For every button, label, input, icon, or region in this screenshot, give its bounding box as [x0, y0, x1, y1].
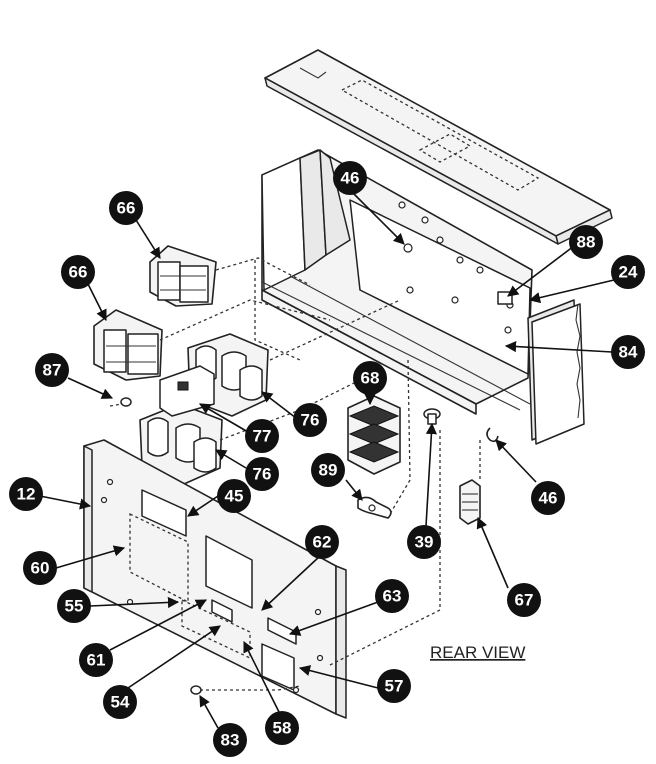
standoff-39 [423, 408, 441, 425]
svg-text:76: 76 [301, 411, 320, 430]
svg-text:88: 88 [577, 233, 596, 252]
component-67 [459, 479, 481, 525]
svg-text:66: 66 [69, 263, 88, 282]
svg-text:45: 45 [225, 487, 244, 506]
callout-58: 58 [265, 711, 299, 745]
svg-text:61: 61 [87, 651, 106, 670]
svg-text:58: 58 [273, 719, 292, 738]
callout-77: 77 [245, 419, 279, 453]
callout-57: 57 [377, 669, 411, 703]
callout-83: 83 [213, 723, 247, 757]
callout-84: 84 [611, 335, 645, 369]
rear-panel [83, 439, 347, 719]
callout-62: 62 [305, 525, 339, 559]
svg-text:83: 83 [221, 731, 240, 750]
callout-54: 54 [103, 685, 137, 719]
svg-text:63: 63 [383, 587, 402, 606]
relay-66-lower [93, 309, 163, 381]
svg-text:39: 39 [415, 533, 434, 552]
svg-text:76: 76 [253, 465, 272, 484]
svg-text:46: 46 [341, 169, 360, 188]
svg-text:68: 68 [361, 369, 380, 388]
callout-39: 39 [407, 525, 441, 559]
svg-text:66: 66 [117, 199, 136, 218]
svg-text:12: 12 [17, 485, 36, 504]
terminal-block-76-lower [139, 403, 223, 485]
callout-55: 55 [57, 589, 91, 623]
callout-45: 45 [217, 479, 251, 513]
callout-89: 89 [311, 453, 345, 487]
callout-63: 63 [375, 579, 409, 613]
svg-text:55: 55 [65, 597, 84, 616]
right-side-panel [527, 299, 585, 445]
svg-text:87: 87 [43, 361, 62, 380]
relay-66-upper [149, 245, 217, 307]
callout-46-lower: 46 [531, 481, 565, 515]
svg-text:62: 62 [313, 533, 332, 552]
callout-76-upper: 76 [293, 403, 327, 437]
callout-88: 88 [569, 225, 603, 259]
callout-66-lower: 66 [61, 255, 95, 289]
screw-83 [190, 685, 202, 695]
callout-68: 68 [353, 361, 387, 395]
callout-67: 67 [507, 583, 541, 617]
callout-12: 12 [9, 477, 43, 511]
bracket-89 [357, 496, 392, 519]
component-68 [347, 395, 401, 475]
view-caption: REAR VIEW [430, 643, 525, 662]
callout-60: 60 [23, 551, 57, 585]
svg-text:57: 57 [385, 677, 404, 696]
callout-66-upper: 66 [109, 191, 143, 225]
svg-text:24: 24 [619, 263, 638, 282]
fuse-holder-77 [159, 365, 215, 417]
screw-87 [109, 397, 132, 407]
callout-24: 24 [611, 255, 645, 289]
svg-text:77: 77 [253, 427, 272, 446]
callout-76-lower: 76 [245, 457, 279, 491]
svg-text:84: 84 [619, 343, 638, 362]
callout-61: 61 [79, 643, 113, 677]
svg-text:60: 60 [31, 559, 50, 578]
callout-46-upper: 46 [333, 161, 367, 195]
callout-87: 87 [35, 353, 69, 387]
svg-text:54: 54 [111, 693, 130, 712]
svg-text:46: 46 [539, 489, 558, 508]
svg-text:67: 67 [515, 591, 534, 610]
cable-tie-46 [486, 427, 499, 443]
svg-text:89: 89 [319, 461, 338, 480]
